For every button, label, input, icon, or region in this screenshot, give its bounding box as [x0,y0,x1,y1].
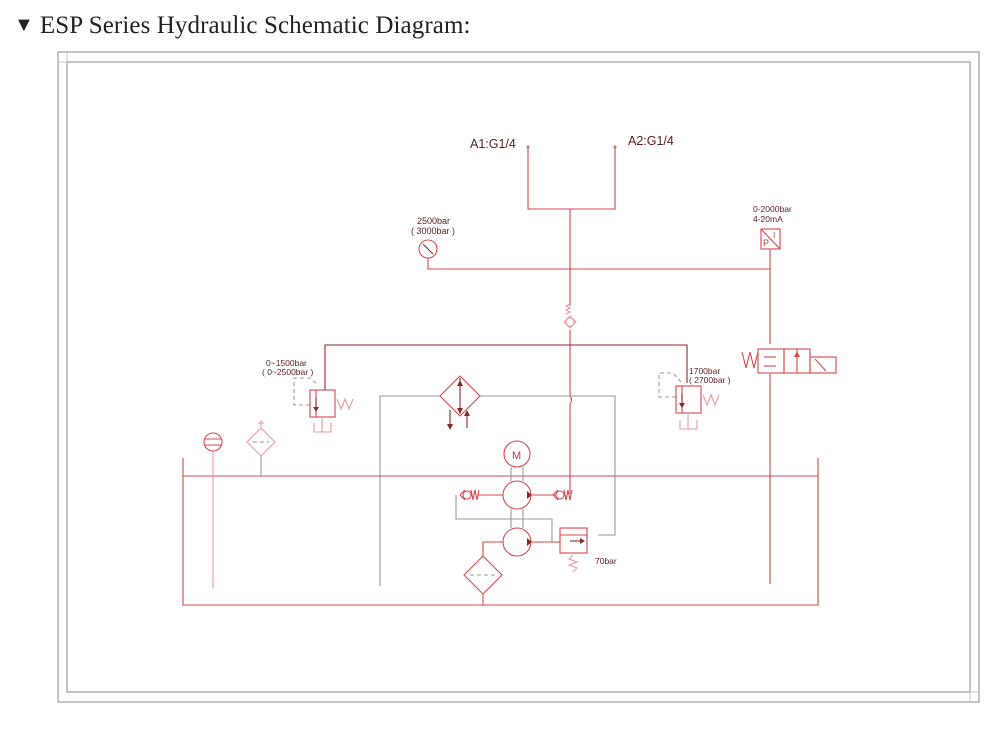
pressure-gauge: 2500bar ( 3000bar ) [411,216,455,259]
title-text: ESP Series Hydraulic Schematic Diagram: [39,12,471,39]
solenoid-valve-icon [757,348,785,374]
motor-pump-unit: M 70bar [455,440,617,605]
transducer-range: 0-2000bar [753,204,792,214]
cooler-circuit [379,375,616,586]
relief-right-range: 1700bar [689,366,720,376]
level-gauge-icon [203,432,223,452]
relief-valve-icon [675,385,702,414]
check-valve-icon [462,490,472,500]
pressure-transducer-icon [760,228,781,250]
transducer-letter-p: P [763,238,769,248]
output-ports: A1:G1/4 A2:G1/4 [470,134,674,210]
relief-valve-right: 1700bar ( 2700bar ) [658,366,731,430]
check-valve-icon [555,490,565,500]
port-a2-icon [613,145,617,149]
tank-icon [182,458,819,606]
transducer-letter-i: I [773,231,775,240]
pump-icon [502,527,532,557]
tank [182,458,819,606]
motor-icon [503,440,531,468]
heat-exchanger-icon [439,375,481,430]
gauge-range: 2500bar [417,216,450,226]
relief-valve-left: 0~1500bar ( 0~2500bar ) [262,358,354,433]
pump-icon [502,480,532,510]
pressure-gauge-icon [418,239,438,259]
breather-filter [246,420,276,476]
relief-valve-icon [309,389,336,418]
relief-left-range: 0~1500bar [266,358,307,368]
level-gauge [203,432,223,588]
sequence-valve-setting: 70bar [595,556,617,566]
page-title: ▼ESP Series Hydraulic Schematic Diagram: [14,12,471,40]
triangle-marker-icon: ▼ [14,14,34,36]
relief-right-range-alt: ( 2700bar ) [689,375,731,385]
suction-filter-icon [463,555,503,595]
solenoid-valve [741,348,837,374]
port-a1-label: A1:G1/4 [470,137,516,151]
check-valve [563,303,577,329]
sequence-valve-icon [559,527,588,554]
main-pressure-line [427,209,771,584]
transducer-signal: 4-20mA [753,214,783,224]
drawing-frame [57,51,980,703]
gauge-range-alt: ( 3000bar ) [411,226,455,236]
relief-left-range-alt: ( 0~2500bar ) [262,367,313,377]
motor-letter: M [512,450,521,462]
port-a1-icon [526,145,530,149]
pressure-transducer: 0-2000bar 4-20mA P I [753,204,792,250]
relief-valve-line [324,344,688,390]
port-a2-label: A2:G1/4 [628,134,674,148]
